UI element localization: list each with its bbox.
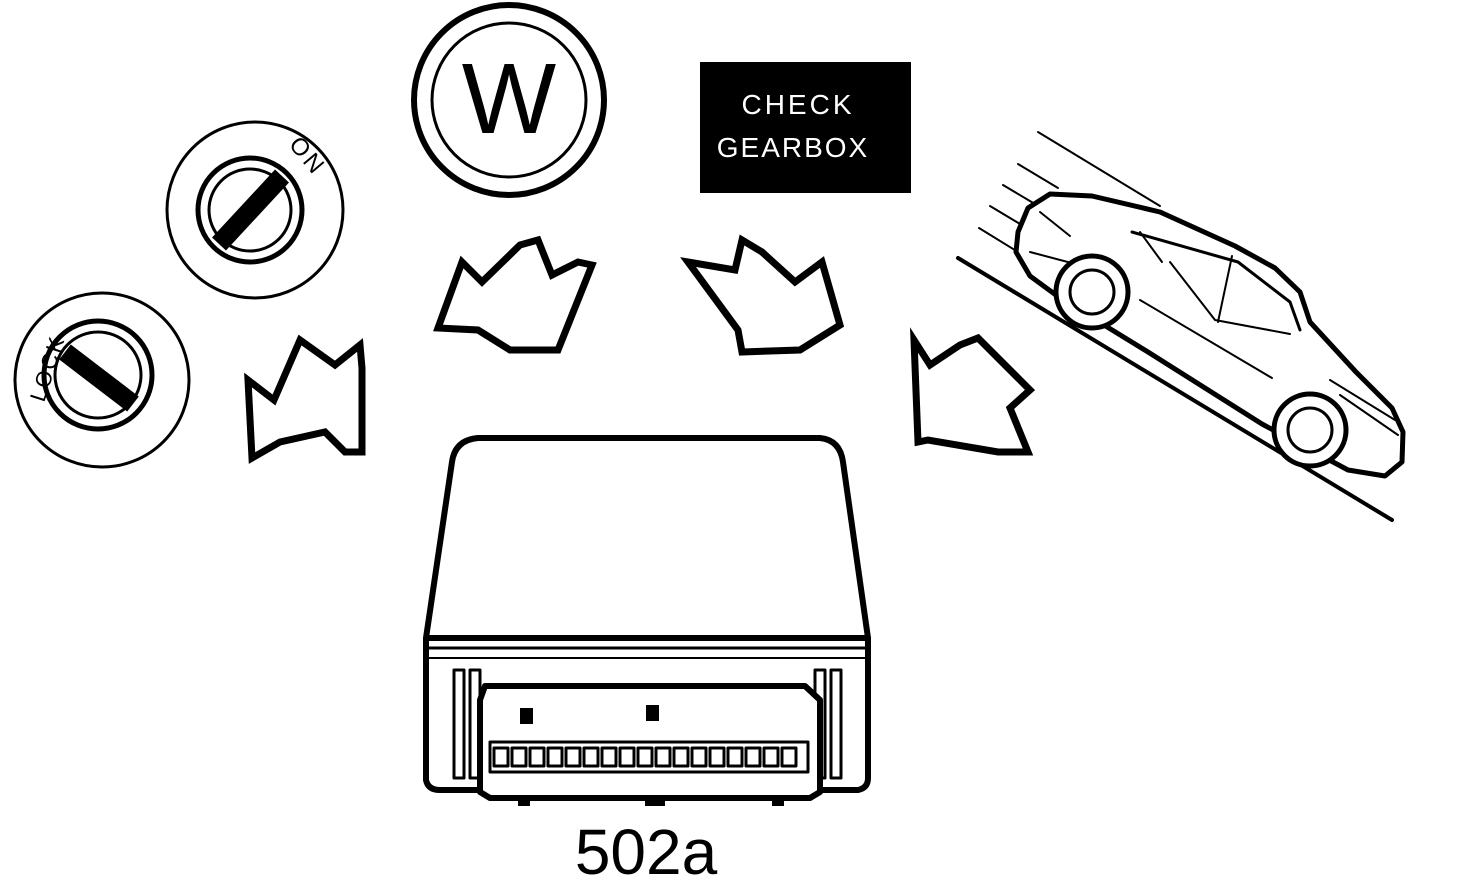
control-unit-label: 502a [575,816,718,888]
arrow-icon [909,327,1036,456]
arrow-icon [680,234,845,356]
winter-mode-icon: W [411,2,607,198]
ignition-key-lock-icon: LOCK [13,291,191,469]
winter-symbol: W [462,43,557,155]
control-unit-icon [423,435,871,806]
arrow-icon [433,235,597,354]
arrow-icon [244,334,366,464]
check-gearbox-warning: CHECK GEARBOX [700,62,911,193]
car-on-slope-icon [956,131,1406,522]
check-gearbox-line2: GEARBOX [717,132,869,163]
ignition-key-on-icon: ON [165,120,345,300]
check-gearbox-line1: CHECK [741,89,854,120]
